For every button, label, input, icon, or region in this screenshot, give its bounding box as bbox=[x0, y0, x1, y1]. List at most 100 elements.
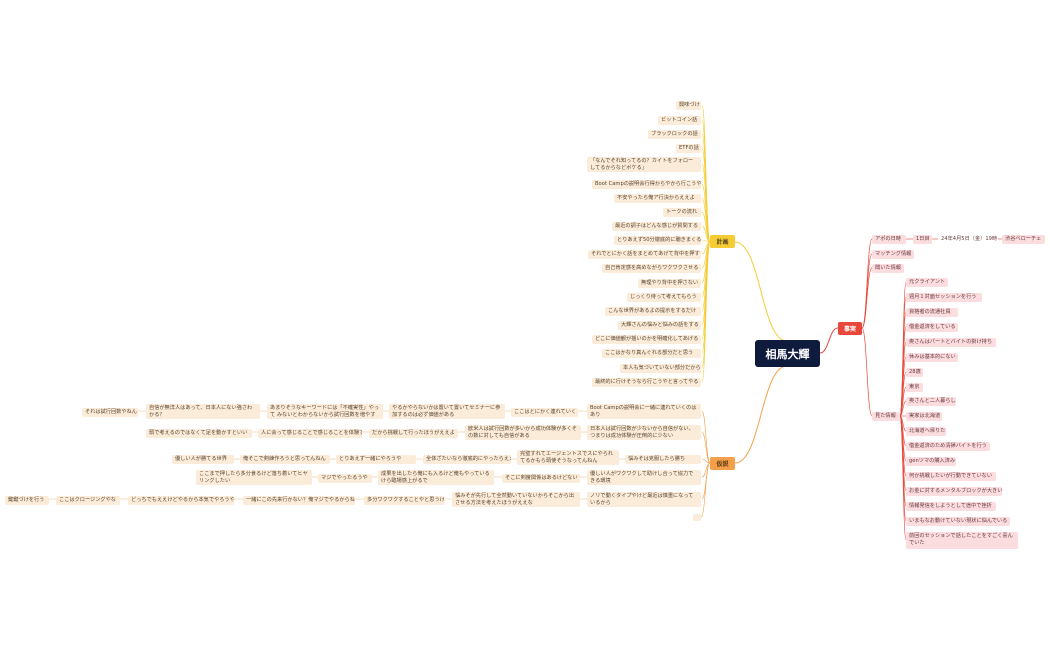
branch-hypothesis[interactable]: 仮説 bbox=[710, 457, 735, 470]
seen-item[interactable]: 情報発信をしようとして途中で挫折 bbox=[906, 502, 996, 511]
connector bbox=[734, 241, 788, 342]
connector bbox=[701, 458, 711, 464]
connector bbox=[819, 327, 839, 354]
fact-appointment-place[interactable]: 渋谷ベローチェ bbox=[1002, 235, 1045, 244]
hyp-node[interactable]: ノリで動くタイプやけど最近は慎重になっているから bbox=[587, 492, 701, 507]
hyp-node[interactable]: どっちでもええけどやるから本気でやろうや bbox=[128, 496, 234, 505]
seen-item[interactable]: 奥さんと二人暮らし bbox=[906, 397, 956, 406]
seen-item[interactable]: 実家は北海道 bbox=[906, 412, 942, 421]
hyp-node[interactable]: 自信が無洋人はあって、日本人にない強さわかる？ bbox=[146, 404, 260, 419]
branch-plan-label: 計画 bbox=[716, 239, 729, 246]
plan-item[interactable]: こんな世界があるよの提示をするだけ bbox=[605, 307, 701, 316]
seen-item[interactable]: 奥さんはパートとバイトの掛け持ち bbox=[906, 338, 996, 347]
hyp-node[interactable]: マジでやったるうや bbox=[318, 474, 372, 483]
hyp-node[interactable]: あまりそうなキーワードには「不確実性」やって みないとわからないから試行回数を増… bbox=[267, 404, 383, 419]
seen-item[interactable]: 前回のセッションで話したことをすごく喜んでいた bbox=[906, 532, 1018, 549]
hyp-node[interactable]: 人に会って感じることで感じることを体験すること bbox=[258, 429, 362, 438]
plan-item[interactable]: トークの流れ bbox=[663, 208, 701, 217]
hyp-node[interactable]: とりあえず一緒にやろうや bbox=[336, 455, 416, 464]
hyp-node[interactable]: だから挑戦して行ったほうがええよ bbox=[369, 429, 458, 438]
plan-item[interactable]: ビットコイン話 bbox=[658, 116, 701, 125]
branch-fact-label: 事実 bbox=[843, 326, 856, 333]
hyp-node[interactable]: 悩みそが先行して全然動いていないからそこから出させる方法を考えたほうがええな bbox=[452, 492, 580, 507]
plan-item[interactable]: それでとにかく話をまとめてあげて背中を押す bbox=[588, 250, 701, 259]
seen-item[interactable]: お金に対するメンタルブロックが大きい bbox=[906, 487, 1002, 496]
seen-item[interactable]: いまもなお動けていない現状に悩んでいる bbox=[906, 517, 1010, 526]
hyp-node[interactable]: ここまで押したら多分食るけど落ち着いてヒヤリングしたい bbox=[196, 470, 312, 485]
plan-item[interactable]: 興味づけ bbox=[676, 101, 701, 110]
hyp-node[interactable]: 鍵鍵づけを行う bbox=[5, 496, 49, 505]
hyp-node[interactable]: 俺そこで剣練作ろうと思ってんねん bbox=[240, 455, 330, 464]
hyp-node[interactable]: ここはクロージングやな bbox=[56, 496, 120, 505]
branch-fact[interactable]: 事実 bbox=[838, 322, 862, 335]
plan-item[interactable]: じっくり待って考えてもらう bbox=[627, 293, 701, 302]
plan-item[interactable]: Boot Campの説明会行得からやから行こうや bbox=[592, 180, 701, 189]
seen-item[interactable]: 北海道へ帰りたい bbox=[906, 427, 946, 436]
hyp-node[interactable]: 一緒にこの先来行かない？俺マジでやるからね bbox=[243, 496, 355, 505]
seen-item[interactable]: 借金返済のため清掃バイトを行う bbox=[906, 442, 990, 451]
plan-item[interactable]: 自己肯定感を高めながらワクワクさせる bbox=[602, 264, 701, 273]
plan-item[interactable]: 無理やり背中を押さない bbox=[638, 279, 701, 288]
hyp-node[interactable]: 成果を出したら俺にも入るけど俺もやっている けら臨場感上がるで bbox=[378, 470, 494, 485]
seen-item[interactable]: 借金返済をしている bbox=[906, 323, 958, 332]
hyp-node[interactable]: 欧米人は試行回数が多いから成功体験が多くその数に対しても自信がある bbox=[465, 425, 581, 440]
plan-item[interactable]: ブラックロックの話 bbox=[648, 130, 701, 139]
fact-seen[interactable]: 見た情報 bbox=[872, 412, 900, 421]
hyp-node[interactable]: 頭で考えるのではなくて足を動かすといい bbox=[146, 429, 252, 438]
fact-appointment-day[interactable]: 1日目 bbox=[913, 235, 932, 244]
fact-heard[interactable]: 聞いた情報 bbox=[872, 264, 904, 273]
branch-plan[interactable]: 計画 bbox=[710, 235, 735, 248]
root-node[interactable]: 相馬大輝 bbox=[755, 340, 820, 367]
hyp-node[interactable]: 多分ワクワクすることやと思うけどな bbox=[364, 496, 444, 505]
connector bbox=[700, 462, 711, 518]
connector bbox=[734, 365, 788, 464]
seen-item[interactable]: 東京 bbox=[906, 383, 923, 392]
seen-item[interactable]: 28歳 bbox=[906, 368, 923, 377]
connector bbox=[861, 267, 873, 329]
plan-item[interactable]: 「なんでそれ知ってるの？カイトをフォローしてるからなどボケる」 bbox=[587, 157, 701, 172]
plan-item[interactable]: とりあえず50分徹底的に聴きまくる bbox=[614, 236, 701, 245]
seen-item[interactable]: 週月１対面セッションを行う bbox=[906, 293, 982, 302]
plan-item[interactable]: 最近の調子はどんな感じが質問する bbox=[612, 222, 701, 231]
seen-item[interactable]: 休みは基本的にない bbox=[906, 353, 958, 362]
fact-appointment[interactable]: アポの日時 bbox=[872, 235, 906, 244]
plan-item[interactable]: 最終的に行けそうなら行こうやと言ってやる bbox=[592, 378, 701, 387]
hyp-node[interactable]: 日本人は試行回数が少ないから自信がない、つまりは成功体験が圧倒的に少ない bbox=[587, 425, 701, 440]
connector bbox=[701, 225, 711, 243]
hyp-node[interactable]: ここはとにかく連れていく bbox=[511, 408, 578, 417]
connector bbox=[861, 238, 873, 329]
hyp-node[interactable]: Boot Campの説明会に一緒に連れていくのはあり bbox=[587, 404, 701, 419]
hyp-node[interactable]: そこに剣度関係はあるけどない bbox=[502, 474, 580, 483]
hyp-node[interactable]: やるかやらないかは置いて置いてセミナーに参加するのは必ず価値がある bbox=[389, 404, 505, 419]
hyp-node[interactable]: それは試行回数やねん bbox=[82, 408, 138, 417]
connector bbox=[701, 462, 711, 500]
connector bbox=[701, 241, 711, 383]
plan-item[interactable]: 大輝さんの悩みと悩みの話をする bbox=[618, 321, 701, 330]
hyp-node[interactable]: 優しい人がワクワクして助けし合って協力できる環境 bbox=[587, 470, 701, 485]
hyp-node[interactable]: 悩みそは克服したら勝ち bbox=[625, 455, 701, 464]
plan-item[interactable]: どこに価値観が揺いのかを明確化してあげる bbox=[592, 335, 701, 344]
seen-item[interactable]: 元クライアント bbox=[906, 278, 948, 287]
plan-item[interactable]: 本人も気づいていない部分だから bbox=[620, 364, 701, 373]
seen-item[interactable]: 資格者の流通社員 bbox=[906, 308, 958, 317]
plan-item[interactable]: ここはかなり真んぐれる部分だと思う bbox=[602, 349, 701, 358]
hyp-node[interactable]: 完璧すれてエージェントスでスにやられてるかもら頭使そうなってんねん bbox=[517, 450, 619, 465]
connector bbox=[701, 410, 711, 464]
connector bbox=[701, 239, 711, 243]
hyp-node[interactable]: 全体ざたいなら徹底的にやったらええよ bbox=[423, 455, 511, 464]
connector bbox=[861, 327, 873, 417]
plan-item[interactable]: ETFの話 bbox=[676, 144, 701, 153]
empty-node[interactable] bbox=[693, 514, 701, 521]
connector bbox=[701, 211, 711, 243]
fact-appointment-date[interactable]: 24年4月5日（金）19時 bbox=[941, 236, 998, 242]
seen-item[interactable]: genツマの購入済み bbox=[906, 457, 956, 466]
connector bbox=[701, 431, 711, 464]
connector bbox=[899, 386, 907, 417]
branch-hypothesis-label: 仮説 bbox=[716, 461, 729, 468]
seen-item[interactable]: 何か挑戦したいが行動できていない bbox=[906, 472, 996, 481]
plan-item[interactable]: 不安やったら俺ア行決からええよ bbox=[614, 194, 701, 203]
fact-matching[interactable]: マッチング情報 bbox=[872, 250, 914, 259]
connector bbox=[899, 400, 907, 417]
hyp-node[interactable]: 優しい人が勝てる世界 bbox=[172, 455, 234, 464]
